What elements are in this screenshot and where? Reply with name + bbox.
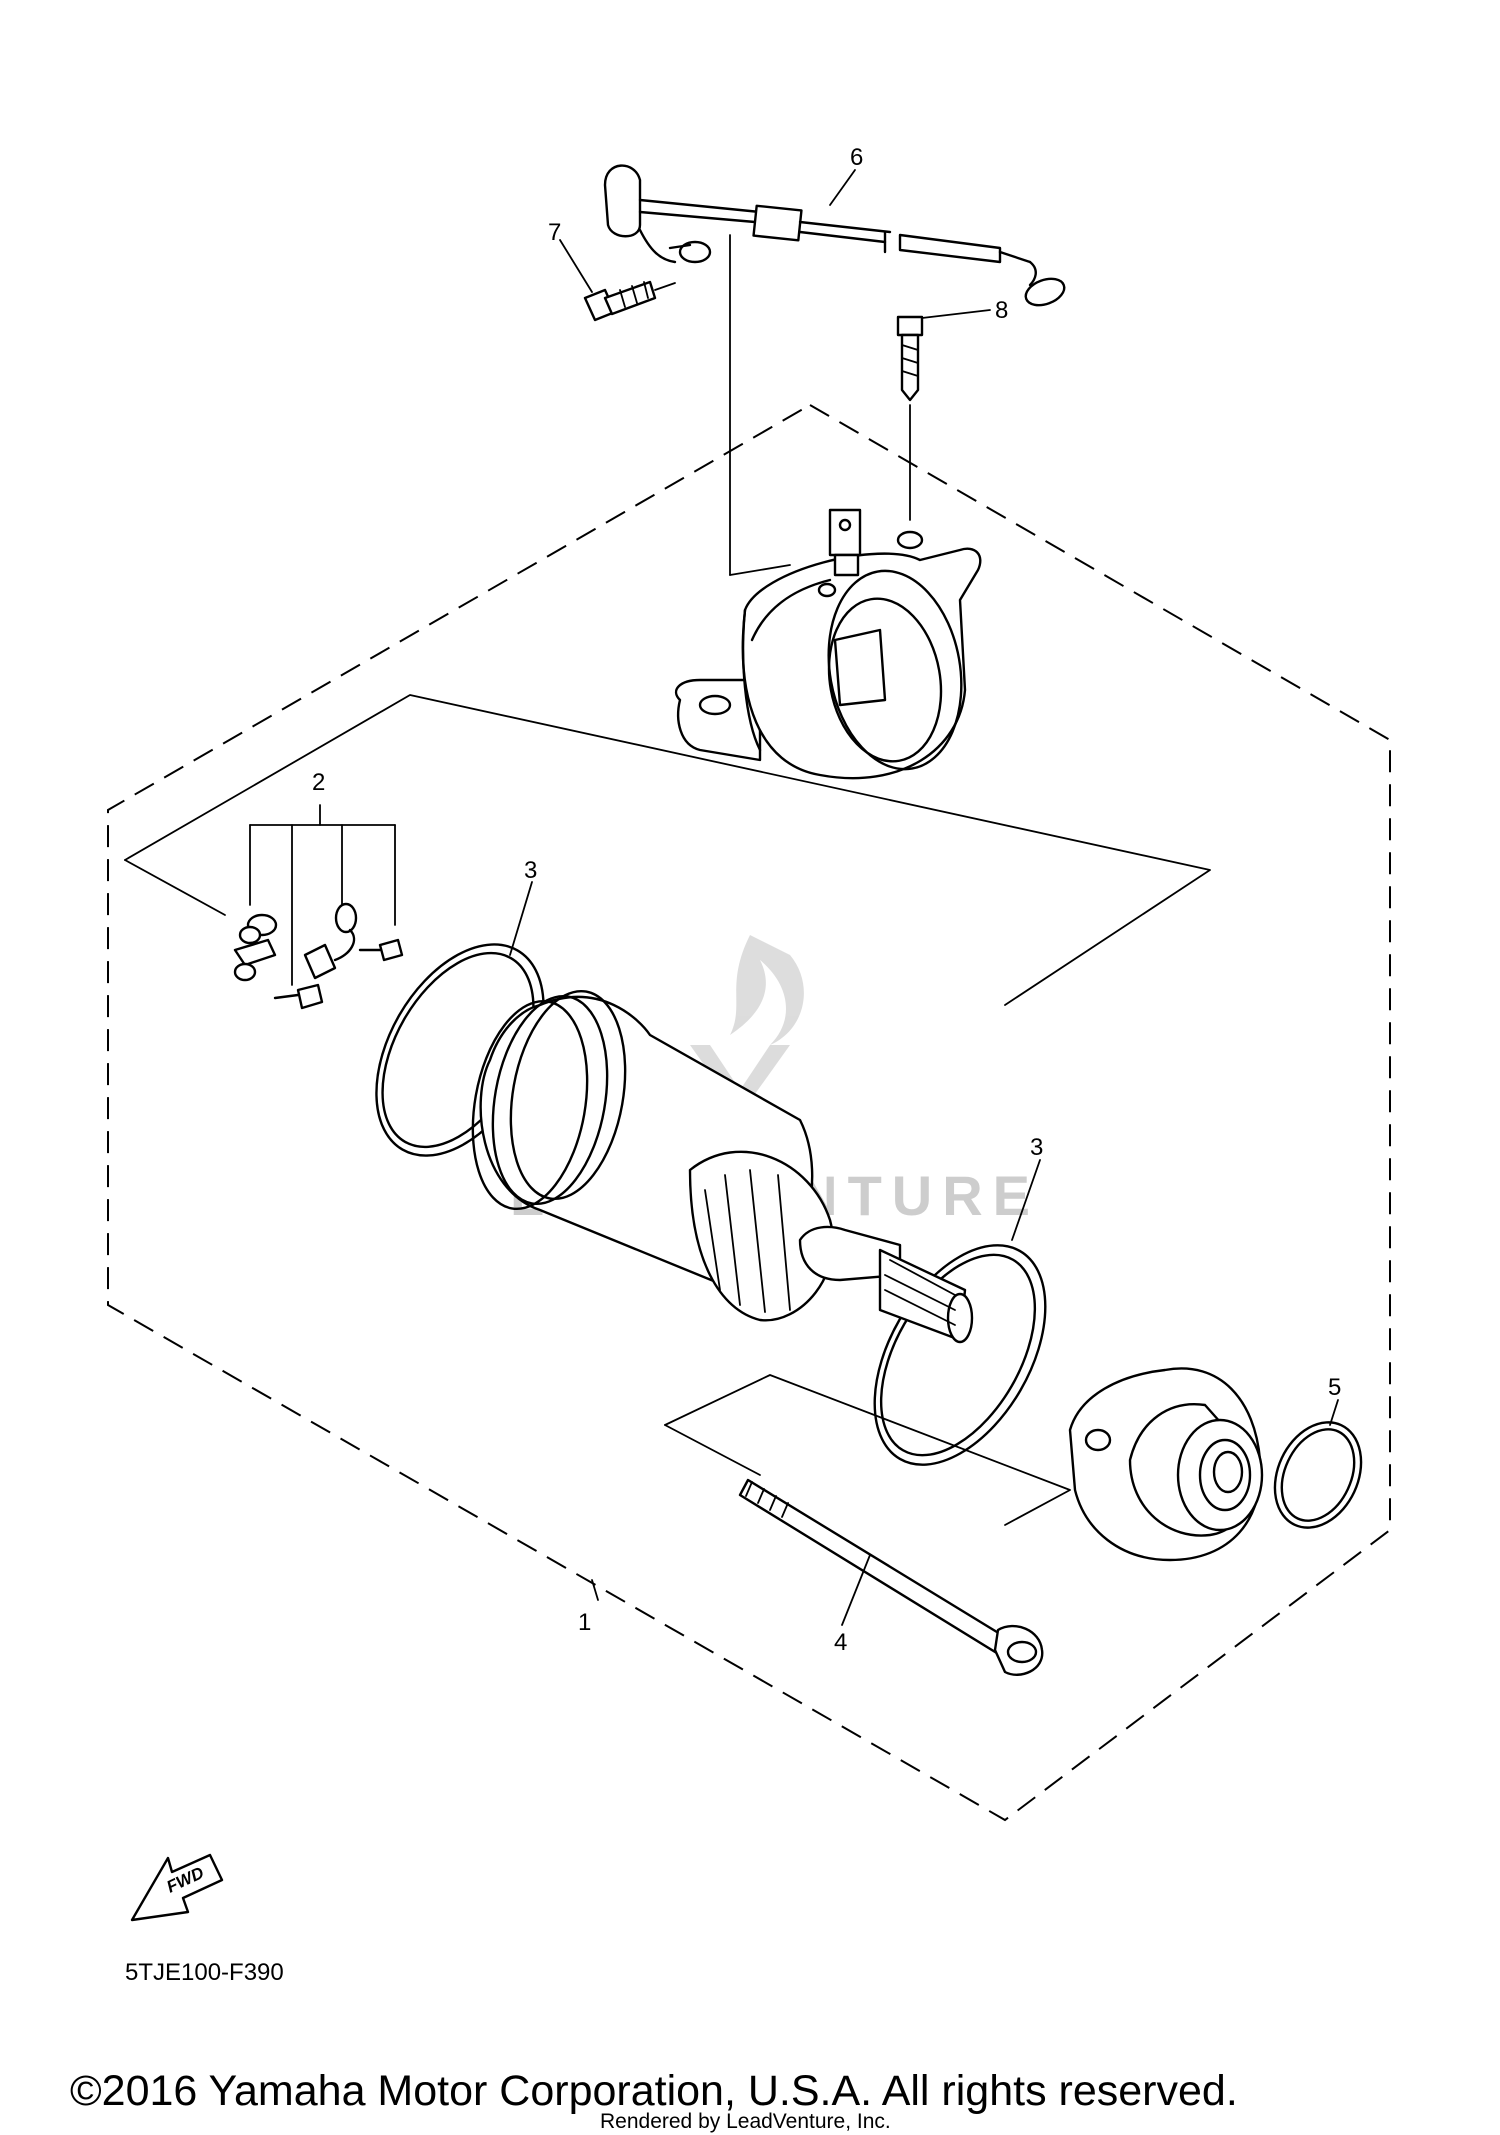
rendered-by-text: Rendered by LeadVenture, Inc.: [600, 2110, 891, 2133]
starter-end-cover: [674, 508, 982, 780]
assembly-boundary: [107, 403, 1391, 1822]
callout-2: 2: [312, 769, 325, 796]
copyright-text: ©2016 Yamaha Motor Corporation, U.S.A. A…: [70, 2067, 1238, 2115]
diagram-code: 5TJE100-F390: [125, 1959, 284, 1986]
callout-5: 5: [1328, 1374, 1341, 1401]
part-5-o-ring: [1273, 1399, 1363, 1529]
callout-3-upper: 3: [524, 857, 537, 884]
callout-4: 4: [834, 1629, 847, 1656]
part-3-o-ring-lower: [873, 1159, 1047, 1466]
callout-8: 8: [995, 297, 1008, 324]
part-1-leader: [591, 1579, 599, 1601]
callout-3-lower: 3: [1030, 1134, 1043, 1161]
part-2-brush-set: [124, 694, 1211, 1010]
starter-front-cover: [1068, 1367, 1264, 1562]
callout-7: 7: [548, 219, 561, 246]
callout-6: 6: [850, 144, 863, 171]
callout-1: 1: [578, 1609, 591, 1636]
fwd-arrow-icon: FWD: [130, 1853, 224, 1922]
part-4-through-bolt: [664, 1374, 1071, 1676]
part-6-lead-wire: [603, 164, 1066, 576]
part-8-screw: [896, 309, 991, 521]
starter-armature: [471, 989, 974, 1344]
part-7-bolt: [559, 239, 676, 322]
